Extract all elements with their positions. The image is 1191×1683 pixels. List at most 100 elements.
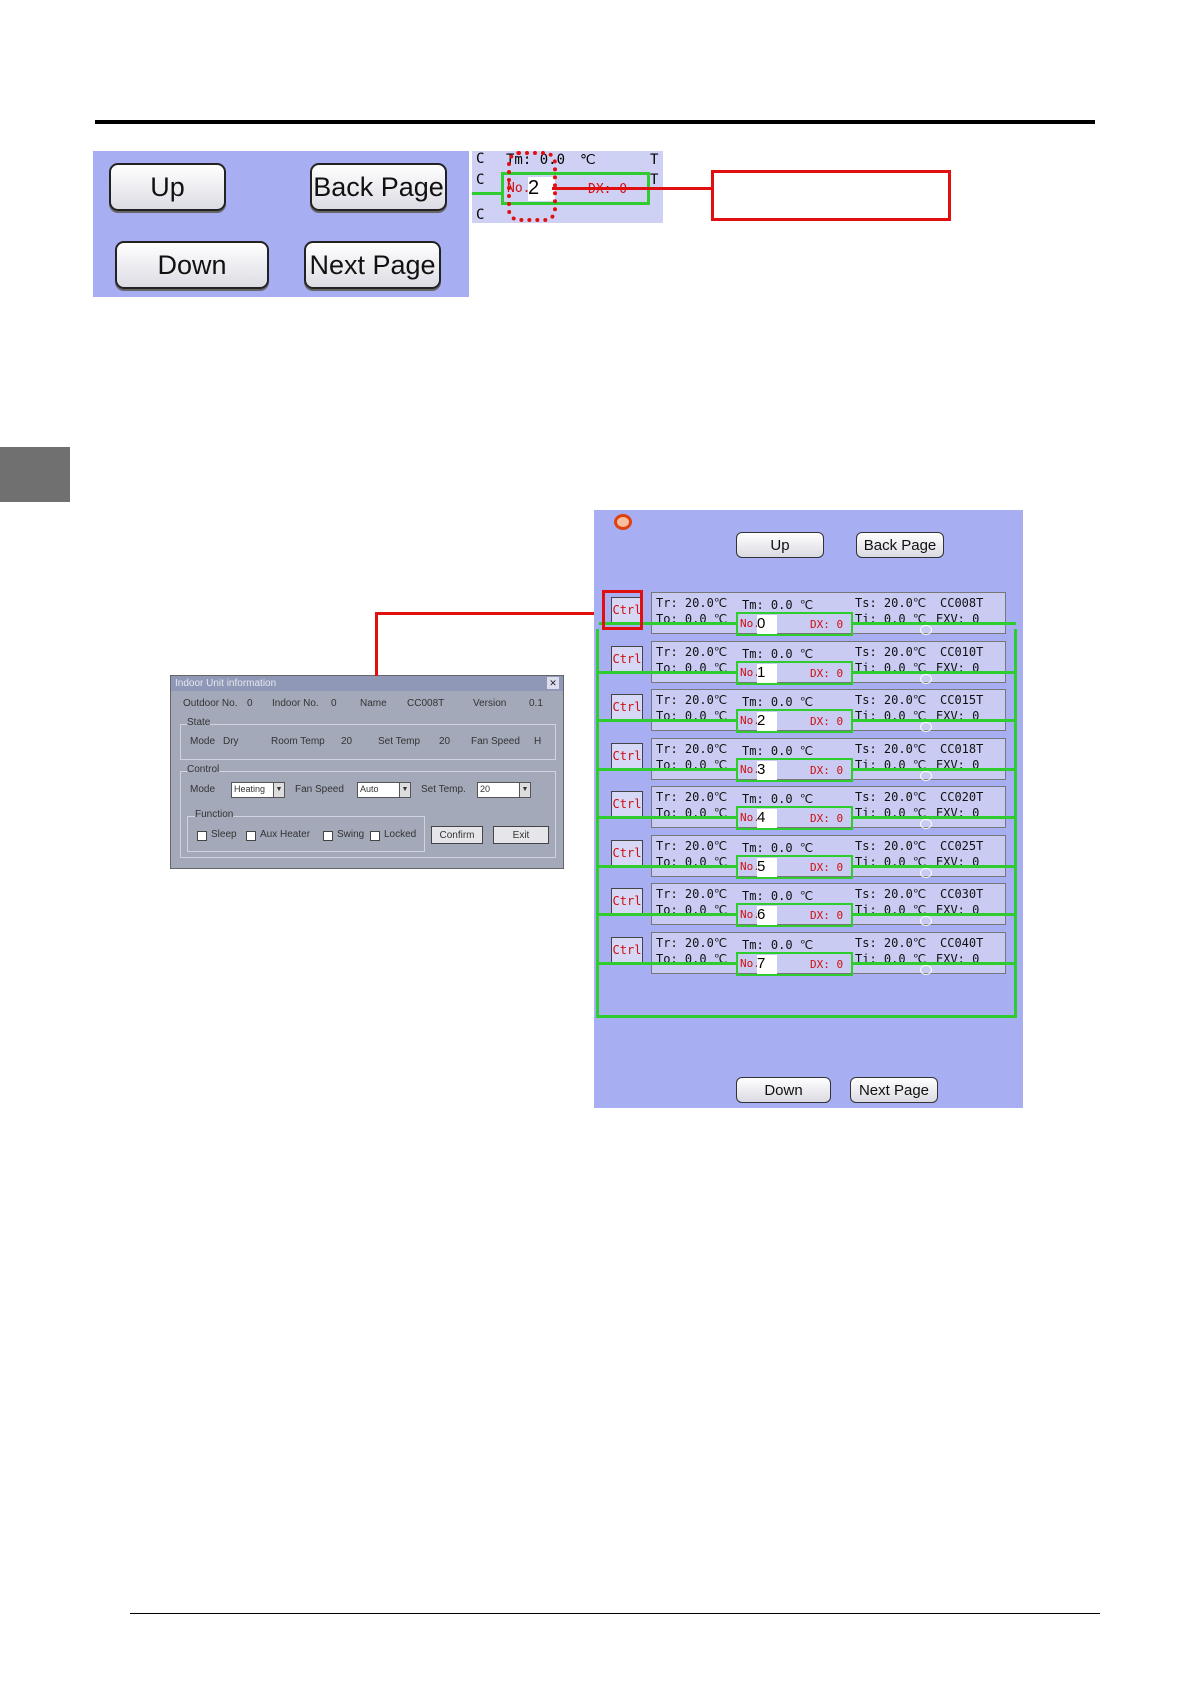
- up-button[interactable]: Up: [109, 163, 226, 211]
- valve-icon: [920, 916, 932, 926]
- pipe-line: [853, 622, 1016, 625]
- ctrl-button[interactable]: Ctrl: [611, 840, 643, 866]
- locked-checkbox[interactable]: [370, 831, 380, 841]
- zoom-left-fragment: C: [476, 151, 485, 167]
- indoor-no-label: Indoor No.: [272, 698, 319, 709]
- chevron-down-icon: ▼: [273, 783, 284, 797]
- pipe-line: [853, 962, 1016, 965]
- no-value[interactable]: 0: [757, 615, 777, 634]
- ctrl-connector-horizontal: [375, 612, 602, 615]
- no-value[interactable]: 6: [757, 906, 777, 925]
- confirm-button[interactable]: Confirm: [431, 826, 483, 844]
- ts-value: Ts: 20.0℃: [855, 839, 927, 853]
- ctrl-button[interactable]: Ctrl: [611, 743, 643, 769]
- aux-heater-label: Aux Heater: [260, 829, 311, 840]
- callout-box: [711, 170, 951, 221]
- ctrl-button[interactable]: Ctrl: [611, 791, 643, 817]
- room-temp-value: 20: [341, 736, 353, 747]
- ts-value: Ts: 20.0℃: [855, 742, 927, 756]
- set-temp-select[interactable]: 20 ▼: [477, 782, 531, 798]
- dx-value: DX: 0: [810, 861, 844, 874]
- no-value[interactable]: 2: [757, 712, 777, 731]
- valve-icon: [920, 722, 932, 732]
- sleep-label: Sleep: [211, 829, 237, 840]
- pipe-line: [599, 768, 736, 771]
- next-page-button[interactable]: Next Page: [304, 241, 441, 289]
- no-label: No.: [740, 714, 760, 727]
- no-label: No.: [740, 957, 760, 970]
- zoom-no-label: No.: [507, 181, 531, 196]
- swing-checkbox[interactable]: [323, 831, 333, 841]
- control-label: Control: [187, 764, 220, 775]
- dx-value: DX: 0: [810, 618, 844, 631]
- ts-value: Ts: 20.0℃: [855, 936, 927, 950]
- no-value[interactable]: 5: [757, 858, 777, 877]
- version-label: Version: [473, 698, 507, 709]
- name-label: Name: [360, 698, 387, 709]
- ctrl-button[interactable]: Ctrl: [611, 937, 643, 963]
- indoor-units-panel: Up Back Page Tr: 20.0℃ To: 0.0 ℃ Tm: 0.0…: [594, 510, 1023, 1108]
- no-value[interactable]: 4: [757, 809, 777, 828]
- panel-up-button[interactable]: Up: [736, 532, 824, 558]
- zoom-left-fragment-2: C: [476, 172, 485, 188]
- down-button[interactable]: Down: [115, 241, 269, 289]
- tm-value: Tm: 0.0 ℃: [742, 792, 814, 806]
- tr-value: Tr: 20.0℃: [656, 936, 728, 950]
- no-label: No.: [740, 763, 760, 776]
- sleep-checkbox[interactable]: [197, 831, 207, 841]
- indoor-no-value: 0: [331, 698, 337, 709]
- unit-row: Tr: 20.0℃ To: 0.0 ℃ Tm: 0.0 ℃ Ts: 20.0℃ …: [651, 592, 1006, 634]
- dialog-title: Indoor Unit information: [175, 678, 277, 689]
- set-temp-label: Set Temp: [378, 736, 421, 747]
- no-value[interactable]: 1: [757, 664, 777, 683]
- pipe-line: [599, 913, 736, 916]
- ts-value: Ts: 20.0℃: [855, 887, 927, 901]
- no-value[interactable]: 7: [757, 955, 777, 974]
- unit-no-box: No. 7 DX: 0: [736, 952, 853, 976]
- chevron-down-icon: ▼: [399, 783, 410, 797]
- exit-button[interactable]: Exit: [493, 826, 549, 844]
- unit-no-box: No. 1 DX: 0: [736, 661, 853, 685]
- ctrl-button[interactable]: Ctrl: [611, 694, 643, 720]
- panel-back-page-button[interactable]: Back Page: [856, 532, 944, 558]
- pipe-line: [599, 622, 736, 625]
- valve-icon: [920, 625, 932, 635]
- close-icon[interactable]: ✕: [547, 677, 559, 689]
- no-value[interactable]: 3: [757, 761, 777, 780]
- aux-heater-checkbox[interactable]: [246, 831, 256, 841]
- ctrl-highlight: [602, 590, 643, 630]
- mode-select[interactable]: Heating ▼: [231, 782, 285, 798]
- valve-icon: [920, 819, 932, 829]
- chevron-down-icon: ▼: [519, 783, 530, 797]
- pipe-line: [853, 865, 1016, 868]
- ts-value: Ts: 20.0℃: [855, 645, 927, 659]
- pipe-line: [599, 816, 736, 819]
- ctrl-set-temp-label: Set Temp.: [421, 784, 466, 795]
- mode-value: Dry: [223, 736, 239, 747]
- panel-next-page-button[interactable]: Next Page: [850, 1077, 938, 1103]
- bottom-rule: [130, 1613, 1100, 1614]
- set-temp-select-value: 20: [480, 784, 491, 794]
- ctrl-button[interactable]: Ctrl: [611, 646, 643, 672]
- tm-value: Tm: 0.0 ℃: [742, 695, 814, 709]
- tm-value: Tm: 0.0 ℃: [742, 647, 814, 661]
- pipe-line: [596, 1015, 1016, 1018]
- dx-value: DX: 0: [810, 667, 844, 680]
- ts-value: Ts: 20.0℃: [855, 693, 927, 707]
- zoom-right-fragment: T: [650, 152, 659, 168]
- panel-down-button[interactable]: Down: [736, 1077, 831, 1103]
- dx-value: DX: 0: [810, 812, 844, 825]
- fan-speed-value: H: [534, 736, 542, 747]
- pipe-line: [599, 671, 736, 674]
- zoom-leader-line: [552, 187, 663, 190]
- fan-speed-select[interactable]: Auto ▼: [357, 782, 411, 798]
- unit-no-box: No. 5 DX: 0: [736, 855, 853, 879]
- set-temp-value: 20: [439, 736, 451, 747]
- fan-speed-select-value: Auto: [360, 784, 379, 794]
- ctrl-button[interactable]: Ctrl: [611, 888, 643, 914]
- zoom-no-value[interactable]: 2: [528, 177, 555, 201]
- no-label: No.: [740, 617, 760, 630]
- pipe-line: [599, 719, 736, 722]
- tr-value: Tr: 20.0℃: [656, 887, 728, 901]
- back-page-button[interactable]: Back Page: [310, 163, 447, 211]
